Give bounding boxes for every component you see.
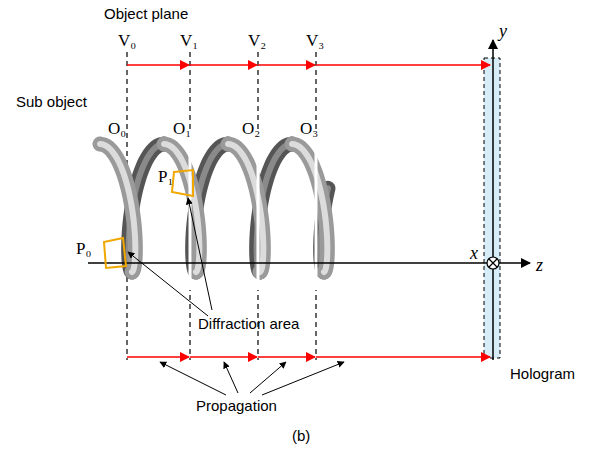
diffraction-area [104, 238, 126, 268]
diffraction-area [172, 170, 193, 196]
spring-object [100, 130, 328, 290]
object-title: Sub object [16, 94, 87, 109]
coil-highlight [164, 144, 199, 272]
plane-title: Object plane [104, 6, 188, 21]
y-axis [492, 40, 494, 360]
axis-label: y [499, 22, 507, 40]
coil-highlight [100, 144, 135, 272]
plane-label: V₁ [180, 32, 198, 49]
coil-strand [292, 144, 327, 272]
propagation-arrow [127, 65, 490, 357]
sub-object-label: O₃ [300, 120, 318, 137]
coil-strand [100, 144, 135, 272]
cut-gap [315, 130, 318, 290]
sub-object-label: O₀ [108, 120, 126, 137]
coil-highlight [292, 144, 327, 272]
leader-line [128, 198, 344, 395]
coil-strand [164, 144, 199, 272]
callout-text: Diffraction area [198, 316, 299, 331]
x-axis-symbol [487, 257, 499, 269]
sub-object-label: O₁ [173, 120, 191, 137]
figure-label: (b) [292, 428, 310, 443]
sub-object-label: O₂ [242, 120, 260, 137]
x-axis-symbol [489, 259, 497, 267]
object-planes [127, 52, 316, 360]
callout-text: Propagation [196, 398, 277, 413]
axis-label: x [470, 244, 478, 262]
area-label: P₁ [158, 168, 173, 185]
area-label: P₀ [76, 240, 91, 257]
plane-label: V₃ [306, 32, 324, 49]
plane-label: V₀ [118, 32, 136, 49]
z-axis [88, 262, 530, 264]
hologram-label: Hologram [510, 366, 575, 381]
cut-gap [257, 130, 260, 290]
hologram-plate [484, 58, 500, 358]
axis-label: z [536, 256, 543, 274]
plane-label: V₂ [248, 32, 266, 49]
